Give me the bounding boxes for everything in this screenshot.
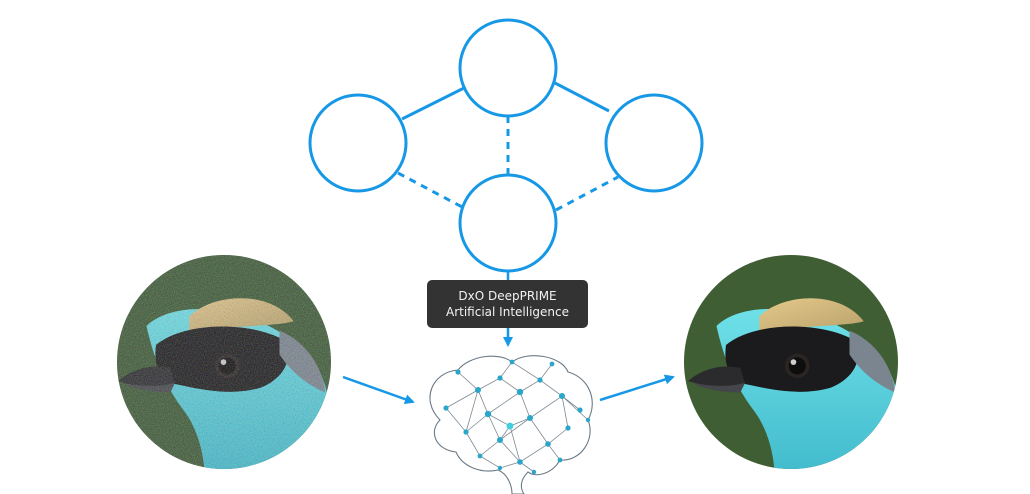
noisy-bird-photo — [117, 255, 331, 469]
node-top — [458, 18, 558, 118]
node-left — [308, 93, 408, 193]
link-top-left — [401, 86, 465, 121]
arrow-input-to-brain — [342, 375, 415, 405]
node-right — [604, 93, 704, 193]
denoised-bird-photo — [684, 255, 898, 469]
deepprime-label: DxO DeepPRIME Artificial Intelligence — [427, 280, 588, 328]
node-bottom — [458, 173, 558, 273]
link-left-bottom — [397, 171, 465, 210]
link-top-right — [552, 80, 610, 113]
brain-network-icon — [429, 355, 593, 494]
link-right-bottom — [555, 175, 619, 212]
arrow-brain-to-output — [599, 374, 675, 402]
label-line-2: Artificial Intelligence — [446, 305, 569, 319]
label-line-1: DxO DeepPRIME — [458, 289, 557, 303]
network-graph — [308, 18, 704, 273]
